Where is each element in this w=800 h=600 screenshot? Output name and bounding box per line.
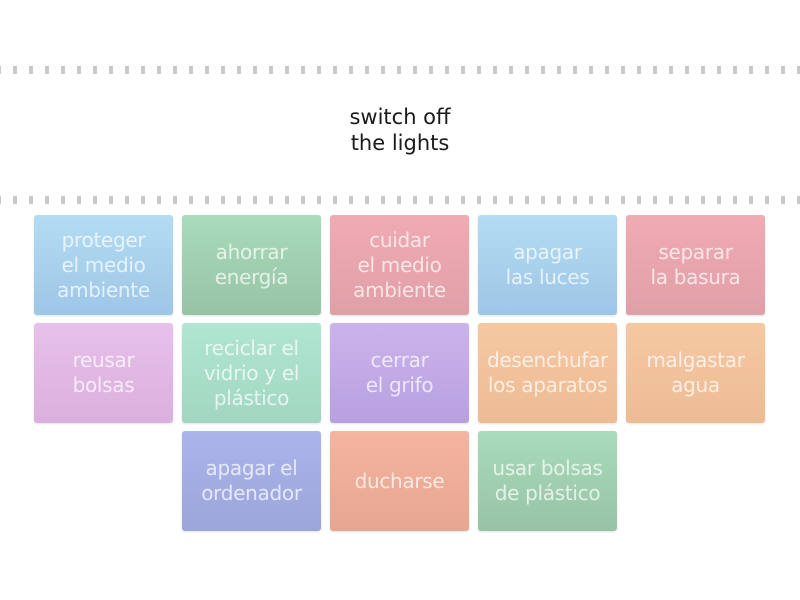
drop-zone-bottom-border — [0, 196, 800, 204]
answer-tile[interactable]: separar la basura — [626, 215, 765, 315]
tile-label: apagar el ordenador — [201, 456, 302, 505]
tile-label: ducharse — [354, 468, 445, 493]
answer-tile[interactable]: ducharse — [330, 431, 469, 531]
tile-label: malgastar agua — [646, 348, 745, 397]
answer-tile[interactable]: usar bolsas de plástico — [478, 431, 617, 531]
prompt-text: switch off the lights — [349, 105, 451, 155]
tile-label: separar la basura — [650, 240, 741, 289]
answer-tile[interactable]: malgastar agua — [626, 323, 765, 423]
tile-label: proteger el medio ambiente — [57, 227, 150, 302]
tile-label: cuidar el medio ambiente — [353, 227, 446, 302]
answer-tile[interactable]: apagar el ordenador — [182, 431, 321, 531]
answer-tile[interactable]: ahorrar energía — [182, 215, 321, 315]
answer-tile[interactable]: reciclar el vidrio y el plástico — [182, 323, 321, 423]
answer-tile[interactable]: desenchufar los aparatos — [478, 323, 617, 423]
answer-tile[interactable]: cuidar el medio ambiente — [330, 215, 469, 315]
tile-label: usar bolsas de plástico — [492, 456, 603, 505]
drop-zone-top-border — [0, 66, 800, 74]
tile-label: cerrar el grifo — [365, 348, 434, 397]
answer-tile[interactable]: proteger el medio ambiente — [34, 215, 173, 315]
answer-tile[interactable]: cerrar el grifo — [330, 323, 469, 423]
tile-label: reciclar el vidrio y el plástico — [203, 335, 300, 410]
tile-label: ahorrar energía — [214, 240, 289, 289]
tile-label: desenchufar los aparatos — [487, 348, 608, 397]
answer-tile[interactable]: reusar bolsas — [34, 323, 173, 423]
answer-tile[interactable]: apagar las luces — [478, 215, 617, 315]
tile-label: reusar bolsas — [72, 348, 135, 397]
tile-label: apagar las luces — [505, 240, 590, 289]
